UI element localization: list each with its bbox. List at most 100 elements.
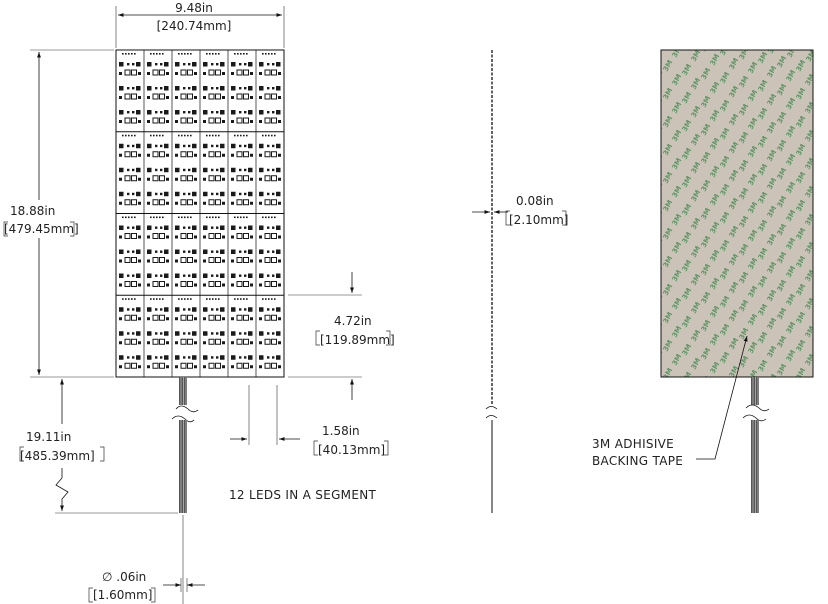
tape-print-mark: 3M — [786, 17, 799, 31]
tape-print-mark: 3M — [804, 325, 817, 339]
front-view — [115, 49, 285, 378]
tape-print-mark: 3M — [643, 111, 656, 125]
adhesive-tape-panel — [660, 49, 814, 378]
tape-print-mark: 3M — [653, 0, 666, 3]
tape-print-mark: 3M — [814, 427, 827, 441]
tape-print-mark: 3M — [643, 307, 656, 321]
tape-print-mark: 3M — [719, 379, 732, 393]
tape-print-mark: 3M — [672, 21, 685, 35]
tape-print-mark: 3M — [795, 3, 808, 17]
segment-height-in-text: 4.72in — [334, 314, 372, 328]
tape-print-mark: 3M — [804, 297, 817, 311]
tape-print-mark: 3M — [823, 357, 828, 371]
tape-print-mark: 3M — [709, 445, 722, 459]
tape-print-mark: 3M — [766, 401, 779, 415]
lead-length-dimension: 19.11in [485.39mm] — [19, 379, 178, 514]
tape-print-mark: 3M — [690, 441, 703, 455]
column-width-dimension: 1.58in [40.13mm] — [230, 385, 389, 457]
tape-print-mark: 3M — [700, 39, 713, 53]
lead-length-mm-text: [485.39mm] — [20, 449, 95, 463]
tape-print-mark: 3M — [757, 23, 770, 37]
lead-length-in-text: 19.11in — [26, 430, 71, 444]
tape-print-mark: 3M — [757, 0, 770, 9]
tape-print-mark: 3M — [643, 251, 656, 265]
column-width-in-text: 1.58in — [322, 424, 360, 438]
tape-print-mark: 3M — [814, 315, 827, 329]
tape-print-mark: 3M — [823, 161, 828, 175]
side-view — [485, 50, 498, 513]
tape-print-mark: 3M — [738, 411, 751, 425]
tape-print-mark: 3M — [814, 455, 827, 469]
tape-print-mark: 3M — [785, 405, 798, 419]
tape-print-mark: 3M — [795, 395, 808, 409]
tape-print-mark: 3M — [662, 423, 675, 437]
tape-print-mark: 3M — [804, 381, 817, 395]
wire-dia-in-text: ∅ .06in — [102, 570, 146, 584]
tape-print-mark: 3M — [681, 427, 694, 441]
tape-print-mark: 3M — [652, 377, 665, 391]
tape-print-mark: 3M — [823, 245, 828, 259]
tape-print-mark: 3M — [795, 451, 808, 465]
tape-print-mark: 3M — [662, 3, 675, 17]
tape-print-mark: 3M — [643, 195, 656, 209]
tape-print-mark: 3M — [814, 119, 827, 133]
wire-diameter-dimension: ∅ .06in [1.60mm] — [88, 515, 205, 604]
tape-print-mark: 3M — [785, 433, 798, 447]
tape-print-mark: 3M — [814, 175, 827, 189]
tape-print-mark: 3M — [643, 139, 656, 153]
tape-print-mark: 3M — [671, 381, 684, 395]
tape-print-mark: 3M — [767, 41, 780, 55]
segment-height-dimension: 4.72in [119.89mm] — [288, 272, 395, 400]
tape-print-mark: 3M — [728, 393, 741, 407]
tape-print-mark: 3M — [691, 0, 704, 11]
tape-print-mark: 3M — [700, 431, 713, 445]
tape-print-mark: 3M — [643, 279, 656, 293]
tape-print-mark: 3M — [719, 407, 732, 421]
tape-print-mark: 3M — [662, 395, 675, 409]
tape-print-mark: 3M — [643, 419, 656, 433]
tape-print-mark: 3M — [748, 9, 761, 23]
tape-print-mark: 3M — [804, 185, 817, 199]
tape-print-mark: 3M — [795, 367, 808, 381]
tape-print-mark: 3M — [804, 409, 817, 423]
tape-print-mark: 3M — [729, 5, 742, 19]
tape-print-mark: 3M — [748, 37, 761, 51]
tape-print-mark: 3M — [738, 19, 751, 33]
tape-print-mark: 3M — [823, 77, 828, 91]
tape-print-mark: 3M — [700, 11, 713, 25]
tape-print-mark: 3M — [823, 217, 828, 231]
tape-leader: 3M ADHISIVE BACKING TAPE — [592, 335, 748, 468]
tape-print-mark: 3M — [662, 31, 675, 45]
tape-print-mark: 3M — [728, 421, 741, 435]
tape-print-mark: 3M — [814, 203, 827, 217]
tape-label-line2: BACKING TAPE — [592, 454, 683, 468]
tape-print-mark: 3M — [671, 409, 684, 423]
tape-print-mark: 3M — [776, 447, 789, 461]
tape-print-mark: 3M — [804, 269, 817, 283]
height-mm-text: [479.45mm] — [4, 222, 79, 236]
tape-print-mark: 3M — [776, 419, 789, 433]
tape-print-mark: 3M — [804, 465, 817, 479]
tape-print-mark: 3M — [643, 335, 656, 349]
tape-print-mark: 3M — [804, 73, 817, 87]
tape-print-mark: 3M — [643, 0, 656, 13]
tape-print-mark: 3M — [643, 223, 656, 237]
tape-print-mark: 3M — [776, 27, 789, 41]
tape-print-mark: 3M — [814, 371, 827, 385]
tape-print-mark: 3M — [804, 157, 817, 171]
tape-print-mark: 3M — [795, 31, 808, 45]
tape-print-mark: 3M — [681, 35, 694, 49]
tape-print-mark: 3M — [766, 429, 779, 443]
tape-print-mark: 3M — [786, 45, 799, 59]
tape-print-mark: 3M — [805, 21, 818, 35]
tape-print-mark: 3M — [823, 189, 828, 203]
width-mm-text: [240.74mm] — [157, 19, 232, 33]
tape-print-mark: 3M — [804, 213, 817, 227]
tape-print-mark: 3M — [805, 49, 818, 63]
tape-print-mark: 3M — [804, 241, 817, 255]
tape-print-mark: 3M — [729, 33, 742, 47]
tape-print-mark: 3M — [719, 0, 732, 1]
tape-print-mark: 3M — [776, 391, 789, 405]
tape-print-mark: 3M — [814, 231, 827, 245]
